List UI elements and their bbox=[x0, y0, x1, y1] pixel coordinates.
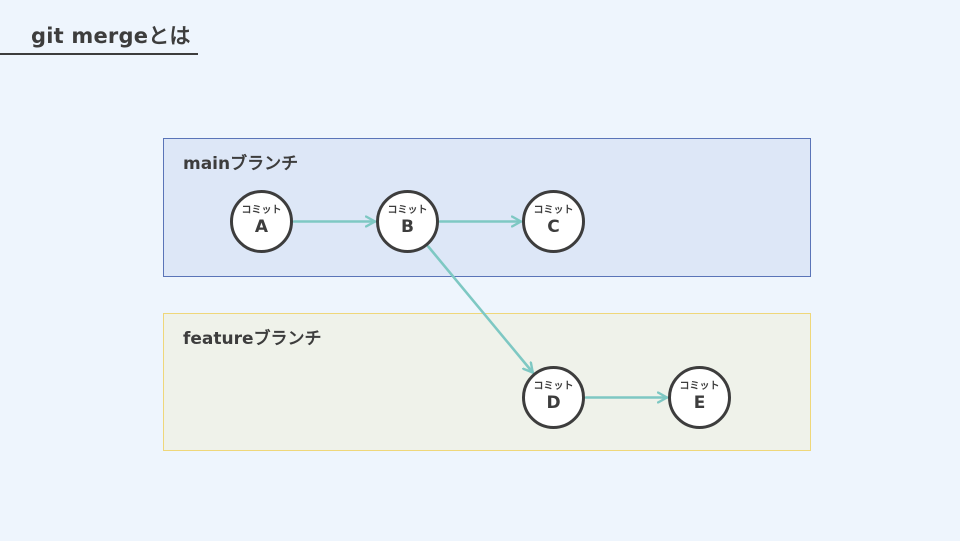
commit-kind-label: コミット bbox=[533, 381, 574, 392]
commit-id-label: E bbox=[693, 393, 706, 413]
commit-node-a: コミット A bbox=[230, 190, 293, 253]
commit-id-label: A bbox=[254, 217, 269, 237]
commit-node-d: コミット D bbox=[522, 366, 585, 429]
commit-kind-label: コミット bbox=[679, 381, 720, 392]
title-underline bbox=[0, 53, 198, 55]
commit-kind-label: コミット bbox=[241, 205, 282, 216]
commit-kind-label: コミット bbox=[387, 205, 428, 216]
commit-node-e: コミット E bbox=[668, 366, 731, 429]
feature-branch-label: featureブランチ bbox=[183, 329, 322, 349]
main-branch-label: mainブランチ bbox=[183, 154, 299, 174]
commit-id-label: B bbox=[401, 217, 414, 237]
commit-id-label: C bbox=[547, 217, 560, 237]
commit-id-label: D bbox=[546, 393, 561, 413]
commit-node-c: コミット C bbox=[522, 190, 585, 253]
commit-node-b: コミット B bbox=[376, 190, 439, 253]
arrow-b-to-d bbox=[426, 245, 535, 374]
commit-kind-label: コミット bbox=[533, 205, 574, 216]
page-title: git mergeとは bbox=[31, 24, 191, 48]
